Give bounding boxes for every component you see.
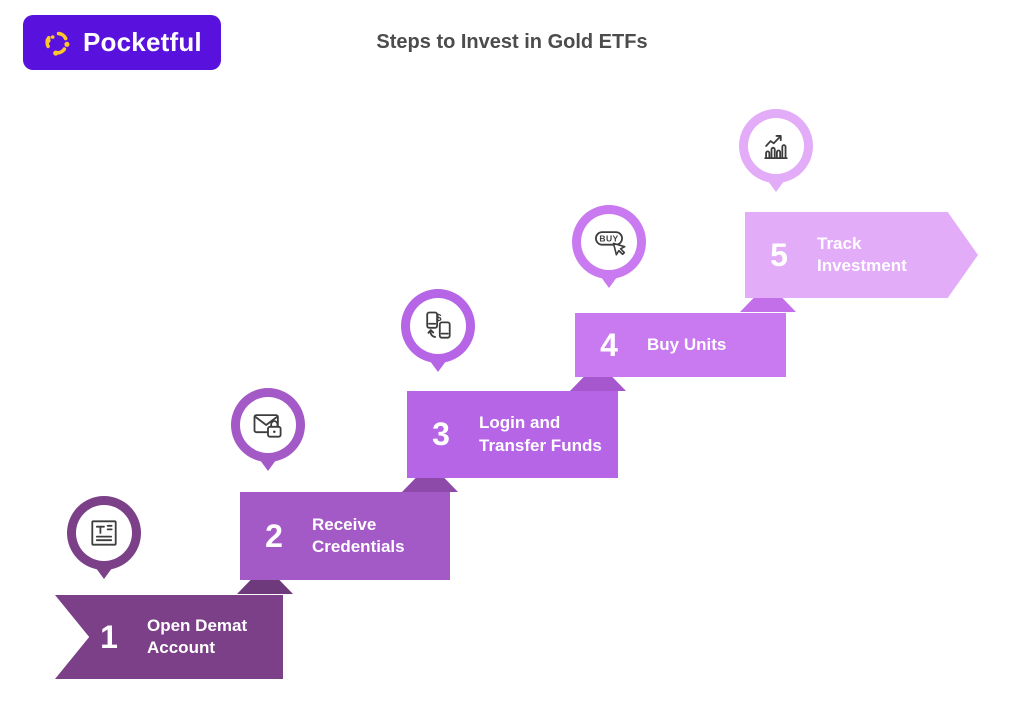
marker-pointer xyxy=(427,357,449,372)
page-title: Steps to Invest in Gold ETFs xyxy=(376,31,648,53)
step-1-marker xyxy=(67,496,141,579)
buy-click-icon: BUY xyxy=(595,231,626,256)
step-5-fold xyxy=(740,297,796,312)
step-number: 5 xyxy=(770,236,788,273)
step-4-bar: 4 Buy Units xyxy=(575,313,786,377)
marker-pointer xyxy=(765,177,787,192)
marker-face xyxy=(76,505,132,561)
mail-lock-icon xyxy=(253,414,282,438)
marker-face: BUY xyxy=(581,214,637,270)
marker-face xyxy=(748,118,804,174)
marker-face: $ xyxy=(410,298,466,354)
marker-pointer xyxy=(257,456,279,471)
marker-face xyxy=(240,397,296,453)
svg-text:BUY: BUY xyxy=(599,234,618,244)
step-5-marker xyxy=(739,109,813,192)
marker-pointer xyxy=(598,273,620,288)
logo-wordmark: Pocketful xyxy=(83,27,202,57)
step-2-bar: 2 Receive Credentials xyxy=(240,492,450,580)
pocketful-burst-icon xyxy=(45,31,70,56)
phone-transfer-icon: $ xyxy=(426,311,451,339)
step-number: 4 xyxy=(600,326,618,363)
marker-pointer xyxy=(93,564,115,579)
step-4-marker: BUY xyxy=(572,205,646,288)
step-label: Track Investment xyxy=(817,233,907,275)
chart-growth-icon xyxy=(764,135,788,160)
step-2-marker xyxy=(231,388,305,471)
step-3-marker: $ xyxy=(401,289,475,372)
step-5-bar: 5 Track Investment xyxy=(745,212,978,298)
step-label: Login and Transfer Funds xyxy=(479,413,602,455)
svg-text:$: $ xyxy=(436,313,442,324)
step-number: 3 xyxy=(432,416,450,452)
step-4-fold xyxy=(570,376,626,391)
step-number: 1 xyxy=(100,618,118,655)
step-3-fold xyxy=(402,477,458,492)
step-number: 2 xyxy=(265,517,283,554)
pocketful-logo: Pocketful xyxy=(23,15,221,70)
step-label: Buy Units xyxy=(647,334,727,354)
step-2-fold xyxy=(237,579,293,594)
document-form-icon xyxy=(91,520,117,546)
step-1-bar: 1 Open Demat Account xyxy=(55,595,283,679)
step-3-bar: 3 Login and Transfer Funds xyxy=(407,391,618,478)
step-label: Open Demat Account xyxy=(147,615,248,657)
step-label: Receive Credentials xyxy=(312,514,405,556)
